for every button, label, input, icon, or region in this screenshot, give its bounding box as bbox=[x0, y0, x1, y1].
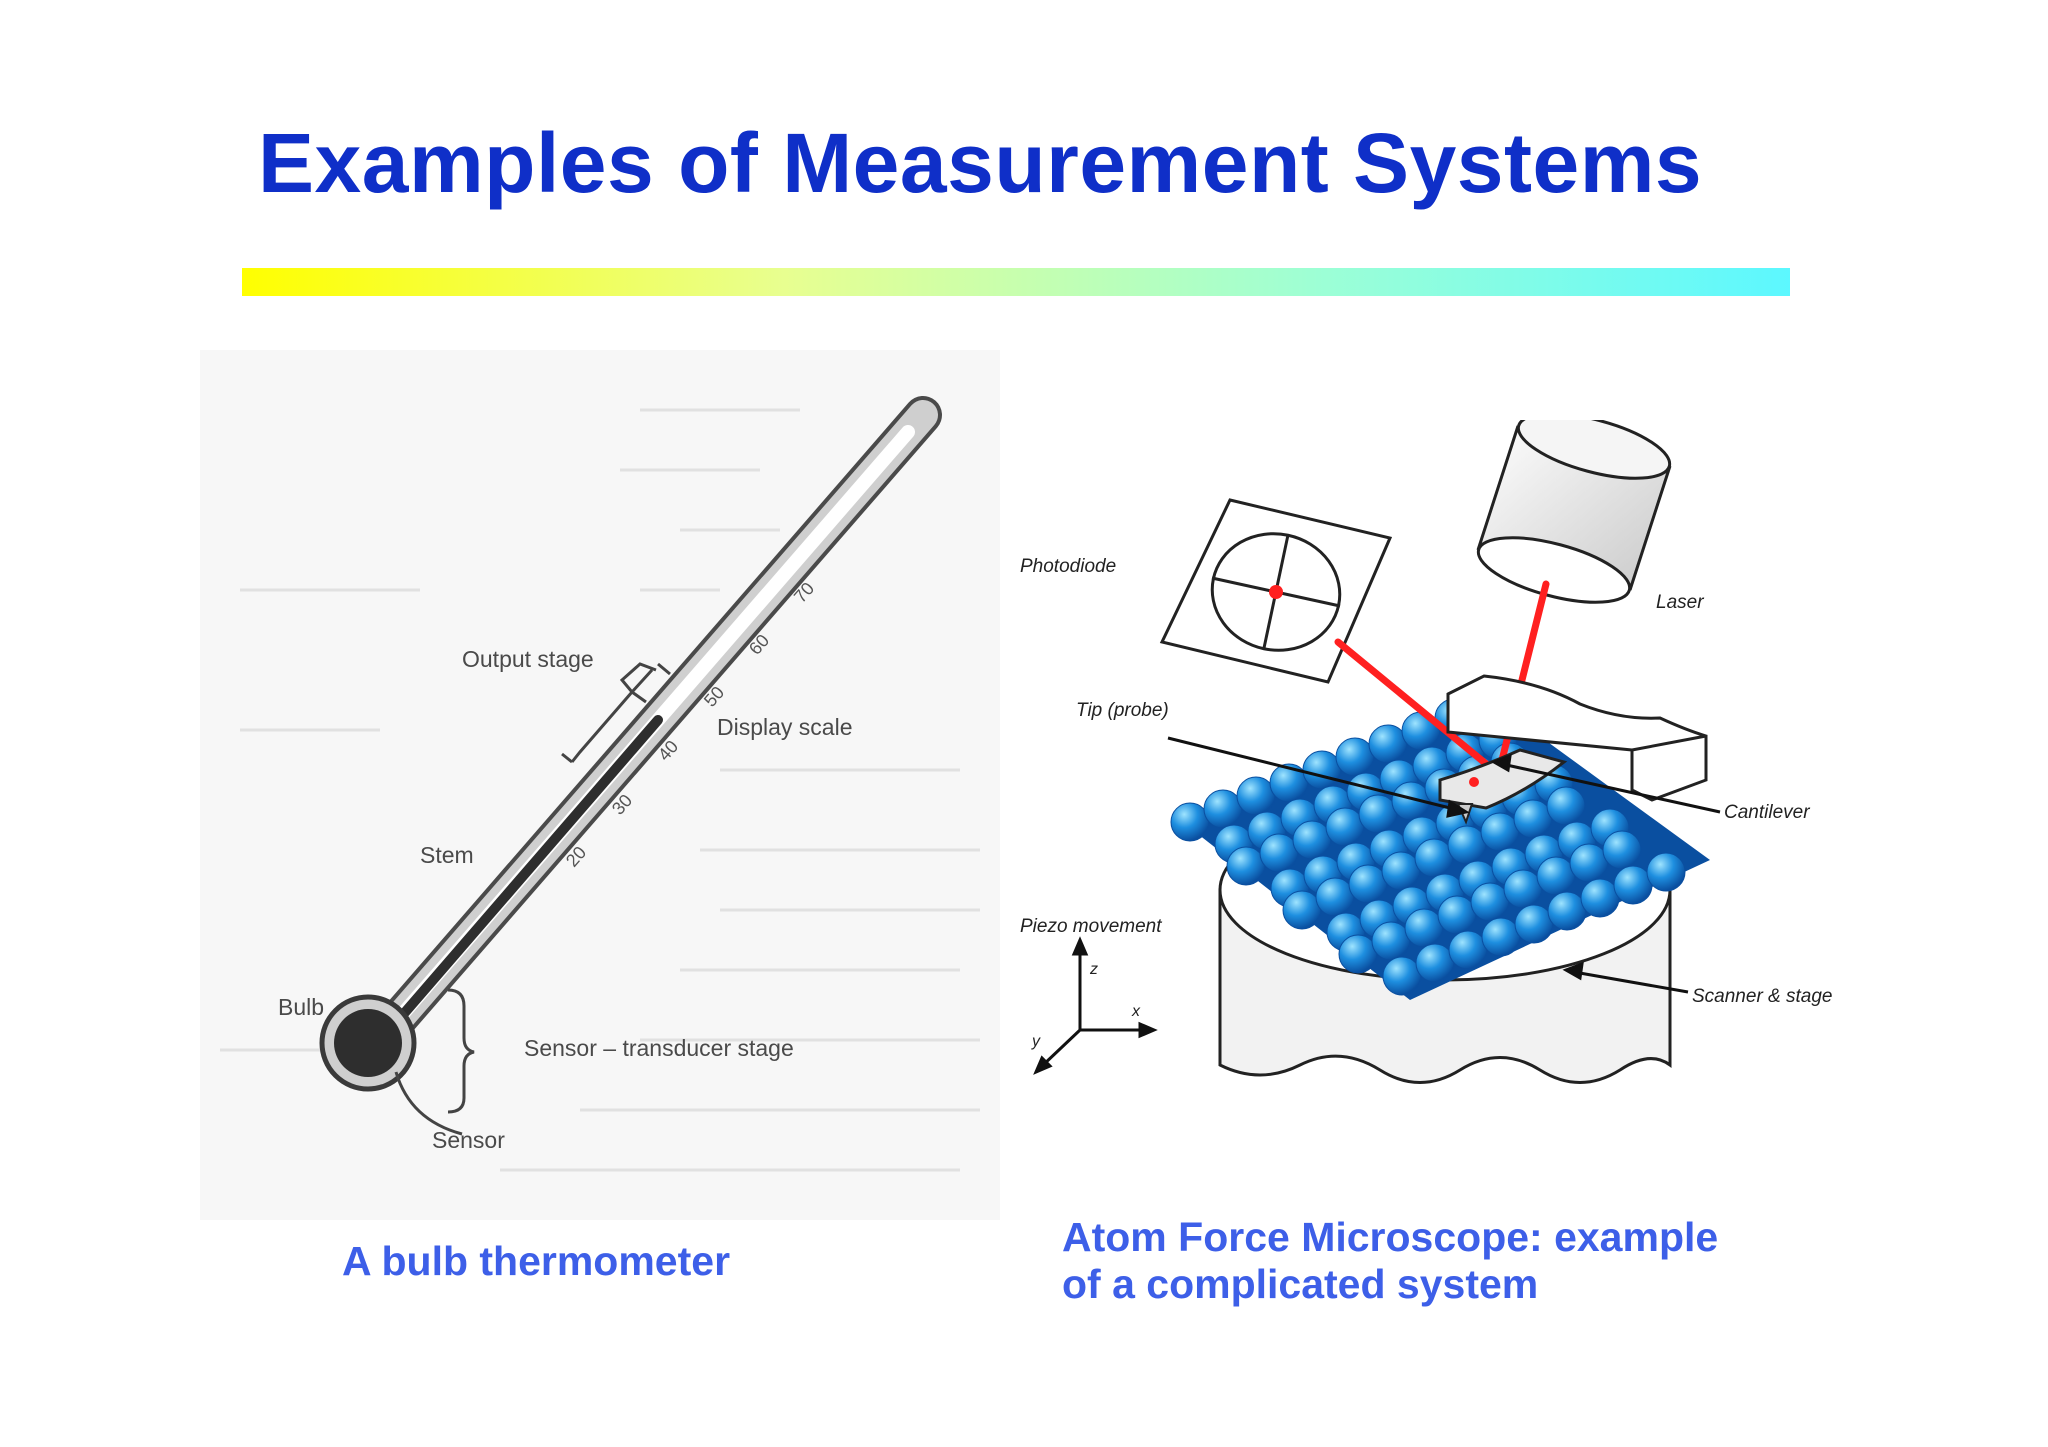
cantilever-holder bbox=[1446, 674, 1708, 802]
atom-sphere bbox=[1282, 890, 1322, 930]
bulb-label: Bulb bbox=[278, 994, 324, 1020]
atom-sphere bbox=[1580, 878, 1620, 918]
atom-sphere bbox=[1613, 865, 1653, 905]
atom-sphere bbox=[1269, 763, 1309, 803]
atom-sphere bbox=[1447, 825, 1487, 865]
afm-caption-line-2: of a complicated system bbox=[1062, 1261, 1539, 1307]
atom-sphere bbox=[1646, 852, 1686, 892]
atom-sphere bbox=[1448, 930, 1488, 970]
atom-sphere bbox=[1302, 750, 1342, 790]
atom-sphere bbox=[1335, 737, 1375, 777]
atom-sphere bbox=[1514, 904, 1554, 944]
sensor-transducer-label: Sensor – transducer stage bbox=[524, 1035, 794, 1061]
atom-sphere bbox=[1602, 830, 1642, 870]
atom-sphere bbox=[1325, 807, 1365, 847]
scan-noise bbox=[220, 408, 980, 1172]
photodiode bbox=[1159, 498, 1393, 684]
atom-sphere bbox=[1348, 864, 1388, 904]
axis-z-label: z bbox=[1089, 961, 1098, 978]
mercury-column bbox=[370, 715, 663, 1052]
output-stage-brace bbox=[570, 662, 657, 763]
output-stage-label: Output stage bbox=[462, 646, 594, 672]
atomic-surface bbox=[1170, 698, 1710, 1000]
atom-sphere bbox=[1382, 956, 1422, 996]
axis-y-label: y bbox=[1031, 1033, 1041, 1050]
atom-sphere bbox=[1437, 895, 1477, 935]
atom-sphere bbox=[1536, 856, 1576, 896]
atom-sphere bbox=[1513, 799, 1553, 839]
atom-sphere bbox=[1404, 908, 1444, 948]
atom-sphere bbox=[1547, 891, 1587, 931]
slide-title: Examples of Measurement Systems bbox=[258, 116, 1703, 210]
atom-sphere bbox=[1381, 851, 1421, 891]
photodiode-label: Photodiode bbox=[1020, 556, 1116, 577]
atom-sphere bbox=[1415, 943, 1455, 983]
scanner-stage-label: Scanner & stage bbox=[1692, 986, 1832, 1007]
piezo-axes bbox=[1033, 936, 1158, 1075]
atom-sphere bbox=[1546, 786, 1586, 826]
sensor-label: Sensor bbox=[432, 1127, 505, 1153]
atom-sphere bbox=[1371, 921, 1411, 961]
leader-arrows bbox=[1167, 736, 1721, 994]
atom-sphere bbox=[1236, 776, 1276, 816]
laser-source bbox=[1476, 420, 1672, 604]
laser-label: Laser bbox=[1656, 592, 1704, 613]
atom-sphere bbox=[1481, 917, 1521, 957]
atom-sphere bbox=[1170, 802, 1210, 842]
atom-sphere bbox=[1259, 833, 1299, 873]
atom-sphere bbox=[1480, 812, 1520, 852]
atom-sphere bbox=[1414, 838, 1454, 878]
axis-x-label: x bbox=[1131, 1003, 1141, 1020]
sensor-brace bbox=[447, 988, 475, 1114]
atom-sphere bbox=[1226, 846, 1266, 886]
atom-sphere bbox=[1338, 934, 1378, 974]
atom-sphere bbox=[1358, 794, 1398, 834]
stem-label: Stem bbox=[420, 842, 474, 868]
atom-sphere bbox=[1292, 820, 1332, 860]
atom-sphere bbox=[1203, 789, 1243, 829]
afm-caption-line-1: Atom Force Microscope: example bbox=[1062, 1214, 1719, 1260]
atom-sphere bbox=[1368, 724, 1408, 764]
afm-figure: Photodiode Laser Tip (probe) Cantilever … bbox=[1020, 420, 1832, 1084]
thermometer-figure: 20 30 40 50 60 70 Output stage Display s… bbox=[200, 350, 1000, 1220]
tip-label: Tip (probe) bbox=[1076, 700, 1169, 721]
accent-gradient-bar bbox=[242, 268, 1790, 296]
atom-sphere bbox=[1569, 843, 1609, 883]
thermometer-caption: A bulb thermometer bbox=[342, 1238, 731, 1284]
display-scale-label: Display scale bbox=[717, 714, 853, 740]
piezo-movement-label: Piezo movement bbox=[1020, 916, 1162, 937]
atom-sphere bbox=[1470, 882, 1510, 922]
sensor-leader bbox=[394, 1071, 463, 1136]
afm-caption: Atom Force Microscope: example of a comp… bbox=[1062, 1214, 1822, 1308]
atom-sphere bbox=[1315, 877, 1355, 917]
cantilever-label: Cantilever bbox=[1724, 802, 1810, 823]
atom-sphere bbox=[1503, 869, 1543, 909]
